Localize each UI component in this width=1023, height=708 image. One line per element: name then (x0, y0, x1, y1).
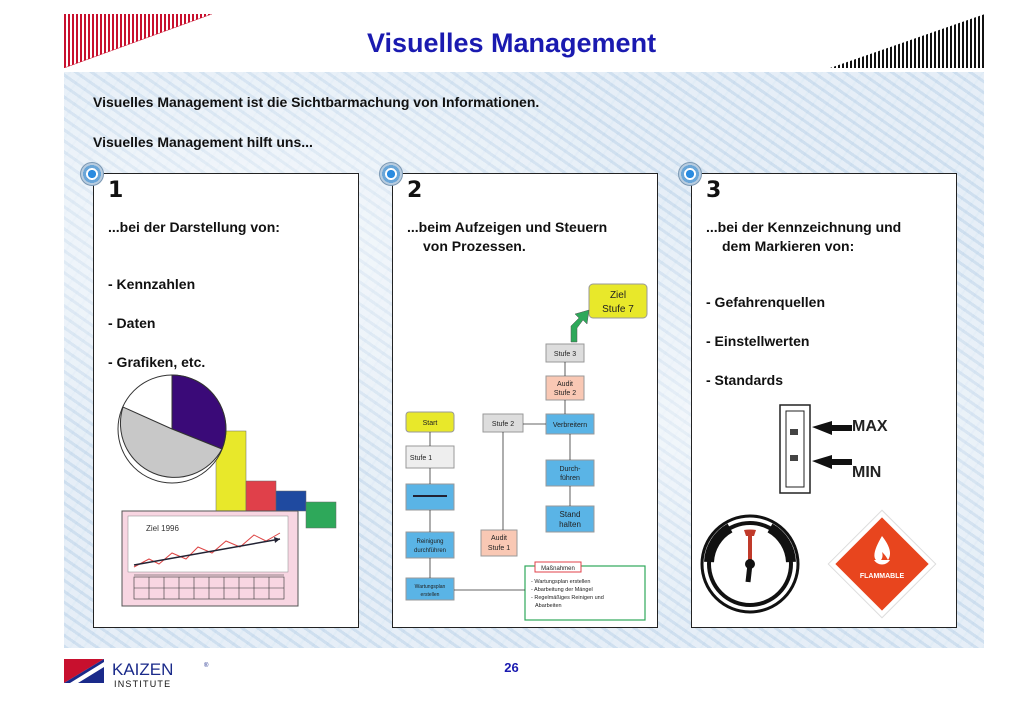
svg-text:Stand: Stand (560, 510, 581, 519)
panel-heading-line-1: ...beim Aufzeigen und Steuern (407, 219, 608, 235)
pressure-gauge-icon (700, 514, 800, 614)
line-chart-label: Ziel 1996 (146, 524, 179, 533)
flow-goal (588, 283, 648, 319)
panel-3: 3 ...bei der Kennzeichnung und dem Marki… (678, 162, 957, 628)
panel-heading: ...bei der Darstellung von: (108, 219, 280, 235)
panel-number: 3 (706, 178, 722, 203)
flow-audit1 (480, 529, 518, 557)
bar-green (305, 501, 337, 529)
kaizen-institute-logo: KAIZEN ® INSTITUTE (64, 659, 209, 689)
svg-text:- Regelmäßiges Reinigen und: - Regelmäßiges Reinigen und (531, 595, 604, 601)
svg-text:Durch-: Durch- (559, 466, 581, 473)
svg-text:Start: Start (423, 420, 438, 427)
svg-text:- Wartungsplan erstellen: - Wartungsplan erstellen (531, 579, 590, 585)
markings-illustration: MAX MIN FLAMMABLE (700, 404, 937, 619)
flow-reinigung (405, 531, 455, 559)
page-title: Visuelles Management (366, 28, 657, 58)
svg-text:Audit: Audit (491, 535, 507, 542)
svg-text:®: ® (204, 662, 209, 669)
target-bullet-icon (379, 162, 403, 186)
svg-text:Stufe 2: Stufe 2 (554, 390, 576, 397)
svg-text:Stufe 3: Stufe 3 (554, 351, 576, 358)
graphics-illustration: Ziel 1996 (117, 374, 337, 607)
svg-text:führen: führen (560, 475, 580, 482)
panel-heading-line-2: dem Markieren von: (722, 238, 855, 254)
panel-1: 1 ...bei der Darstellung von: - Kennzahl… (80, 162, 359, 628)
flammable-label: FLAMMABLE (860, 573, 905, 580)
header: Visuelles Management (0, 0, 1023, 72)
list-item: - Daten (108, 315, 156, 331)
panel-heading-line-2: von Prozessen. (423, 238, 526, 254)
pie-chart (117, 374, 227, 484)
panel-number: 2 (407, 178, 423, 203)
svg-text:Ziel: Ziel (610, 290, 626, 301)
list-item: - Kennzahlen (108, 276, 196, 292)
list-item: - Einstellwerten (706, 333, 810, 349)
panel-number: 1 (108, 178, 124, 203)
pie-slice-purple (171, 374, 227, 450)
svg-text:Stufe 1: Stufe 1 (410, 455, 432, 462)
min-label: MIN (852, 464, 881, 481)
list-item: - Grafiken, etc. (108, 354, 206, 370)
svg-text:Stufe 1: Stufe 1 (488, 545, 510, 552)
flammable-warning-icon: FLAMMABLE (827, 509, 937, 619)
svg-text:KAIZEN: KAIZEN (112, 660, 173, 679)
svg-text:durchführen: durchführen (414, 548, 446, 554)
page-number: 26 (504, 660, 519, 675)
stripes-decoration-right (830, 14, 985, 68)
target-bullet-icon (80, 162, 104, 186)
process-flow-diagram: Ziel Stufe 7 Stufe 3 Audit Stufe 2 Verbr… (405, 283, 648, 621)
flow-massnahmen (524, 565, 646, 621)
panel-2: 2 ...beim Aufzeigen und Steuern von Proz… (379, 162, 658, 628)
svg-text:Wartungsplan: Wartungsplan (415, 584, 446, 590)
stripes-decoration-left (64, 14, 212, 68)
pie-slice-gray (119, 406, 223, 478)
svg-text:INSTITUTE: INSTITUTE (114, 679, 171, 689)
svg-text:Stufe 2: Stufe 2 (492, 421, 514, 428)
flow-standhalten (545, 505, 595, 533)
bar-red (245, 480, 277, 512)
svg-text:Maßnahmen: Maßnahmen (541, 566, 575, 572)
svg-text:halten: halten (559, 520, 581, 529)
svg-text:Abarbeiten: Abarbeiten (535, 603, 562, 609)
list-item: - Gefahrenquellen (706, 294, 826, 310)
bar-blue (275, 490, 307, 512)
flow-durchfuehren (545, 459, 595, 487)
svg-text:Audit: Audit (557, 381, 573, 388)
intro-line-2: Visuelles Management hilft uns... (93, 134, 313, 150)
svg-text:erstellen: erstellen (421, 592, 440, 598)
up-arrow-icon (570, 309, 590, 343)
intro-line-1: Visuelles Management ist die Sichtbarmac… (93, 94, 540, 110)
arrow-max-icon (812, 421, 852, 435)
svg-text:- Abarbeitung der Mängel: - Abarbeitung der Mängel (531, 587, 593, 593)
svg-text:Verbreitern: Verbreitern (553, 422, 587, 429)
svg-text:Reinigung: Reinigung (416, 539, 443, 545)
panel-heading-line-1: ...bei der Kennzeichnung und (706, 219, 902, 235)
svg-text:Stufe 7: Stufe 7 (602, 304, 634, 315)
target-bullet-icon (678, 162, 702, 186)
max-label: MAX (852, 418, 888, 435)
arrow-min-icon (812, 455, 852, 469)
list-item: - Standards (706, 372, 784, 388)
